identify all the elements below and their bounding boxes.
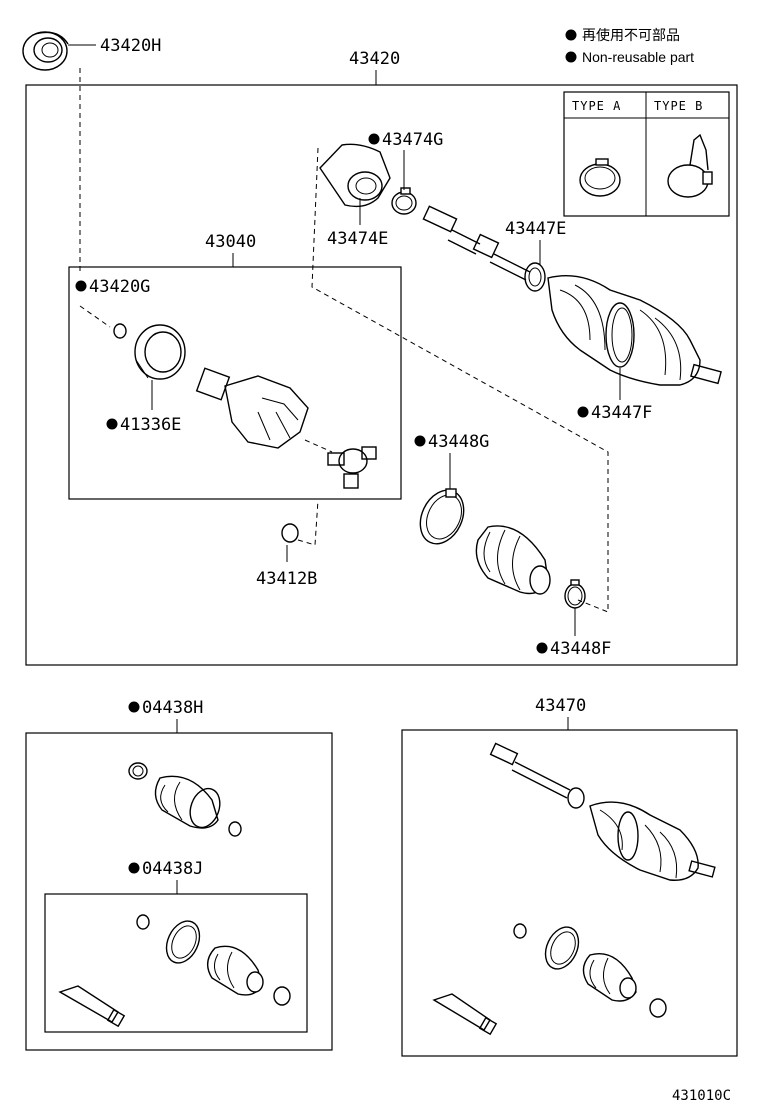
boot-43474e[interactable] xyxy=(319,143,391,208)
ring-41336e[interactable] xyxy=(134,324,186,380)
shaft-assembly-43470[interactable] xyxy=(489,742,716,881)
dashed-guide xyxy=(304,439,333,453)
clamp-43447e[interactable] xyxy=(524,262,546,292)
clamp-43448g[interactable] xyxy=(412,483,472,551)
oil-seal-43420h[interactable] xyxy=(22,31,69,71)
kit-box-04438j xyxy=(44,893,308,1033)
legend-en-text: Non-reusable part xyxy=(582,49,694,65)
non-reusable-dot-icon xyxy=(128,701,140,713)
part-label-43470[interactable]: 43470 xyxy=(535,696,586,716)
non-reusable-dot-icon xyxy=(577,406,589,418)
part-label-04438j[interactable]: 04438J xyxy=(142,859,203,879)
legend-ja-text: 再使用不可部品 xyxy=(582,27,680,43)
non-reusable-dot-icon xyxy=(128,862,140,874)
dashed-guide xyxy=(79,305,111,328)
part-label-41336e[interactable]: 41336E xyxy=(120,415,181,435)
type-a-header: TYPE A xyxy=(572,99,621,113)
clamp-43447f[interactable] xyxy=(605,302,635,368)
clamp-type-a-icon xyxy=(579,158,621,197)
part-label-43448g[interactable]: 43448G xyxy=(428,432,489,452)
dashed-guide xyxy=(311,147,609,613)
non-reusable-dot-icon xyxy=(536,642,548,654)
assembly-box-43470 xyxy=(401,729,738,1057)
part-label-43420g[interactable]: 43420G xyxy=(89,277,150,297)
illustration-id: 431010C xyxy=(672,1088,731,1104)
part-label-43420[interactable]: 43420 xyxy=(349,49,400,69)
drive-shaft-outer-joint[interactable] xyxy=(422,205,722,386)
clamp-type-table: TYPE A TYPE B xyxy=(563,91,730,217)
shaft-assembly-43470-inner-parts[interactable] xyxy=(432,922,667,1036)
part-label-43474g[interactable]: 43474G xyxy=(382,130,443,150)
part-label-43447f[interactable]: 43447F xyxy=(591,403,652,423)
part-label-04438h[interactable]: 04438H xyxy=(142,698,203,718)
inner-boot[interactable] xyxy=(475,525,551,595)
snap-ring-43420g[interactable] xyxy=(113,323,127,339)
part-label-43447e[interactable]: 43447E xyxy=(505,219,566,239)
part-label-43420h[interactable]: 43420H xyxy=(100,36,161,56)
type-b-header: TYPE B xyxy=(654,99,703,113)
part-label-43448f[interactable]: 43448F xyxy=(550,639,611,659)
part-label-43040[interactable]: 43040 xyxy=(205,232,256,252)
non-reusable-dot-icon xyxy=(106,418,118,430)
legend: 再使用不可部品 Non-reusable part xyxy=(565,27,694,65)
tripod-joint[interactable] xyxy=(327,446,377,489)
filled-dot-icon xyxy=(565,51,577,63)
clamp-43448f[interactable] xyxy=(564,579,586,609)
kit-box-04438h xyxy=(25,732,333,1051)
clamp-43474g[interactable] xyxy=(391,187,417,215)
filled-dot-icon xyxy=(565,29,577,41)
dashed-guide xyxy=(297,499,319,546)
non-reusable-dot-icon xyxy=(414,435,426,447)
boot-kit-04438j-parts[interactable] xyxy=(58,914,291,1028)
non-reusable-dot-icon xyxy=(75,280,87,292)
subassembly-box-43040 xyxy=(68,266,402,500)
assembly-box-43420 xyxy=(25,84,738,666)
non-reusable-dot-icon xyxy=(368,133,380,145)
part-label-43412b[interactable]: 43412B xyxy=(256,569,317,589)
part-label-43474e[interactable]: 43474E xyxy=(327,229,388,249)
clamp-type-b-icon xyxy=(667,133,713,198)
snap-ring-43412b[interactable] xyxy=(281,523,299,543)
boot-kit-04438h-parts[interactable] xyxy=(128,762,242,837)
inner-joint-housing[interactable] xyxy=(195,367,309,449)
